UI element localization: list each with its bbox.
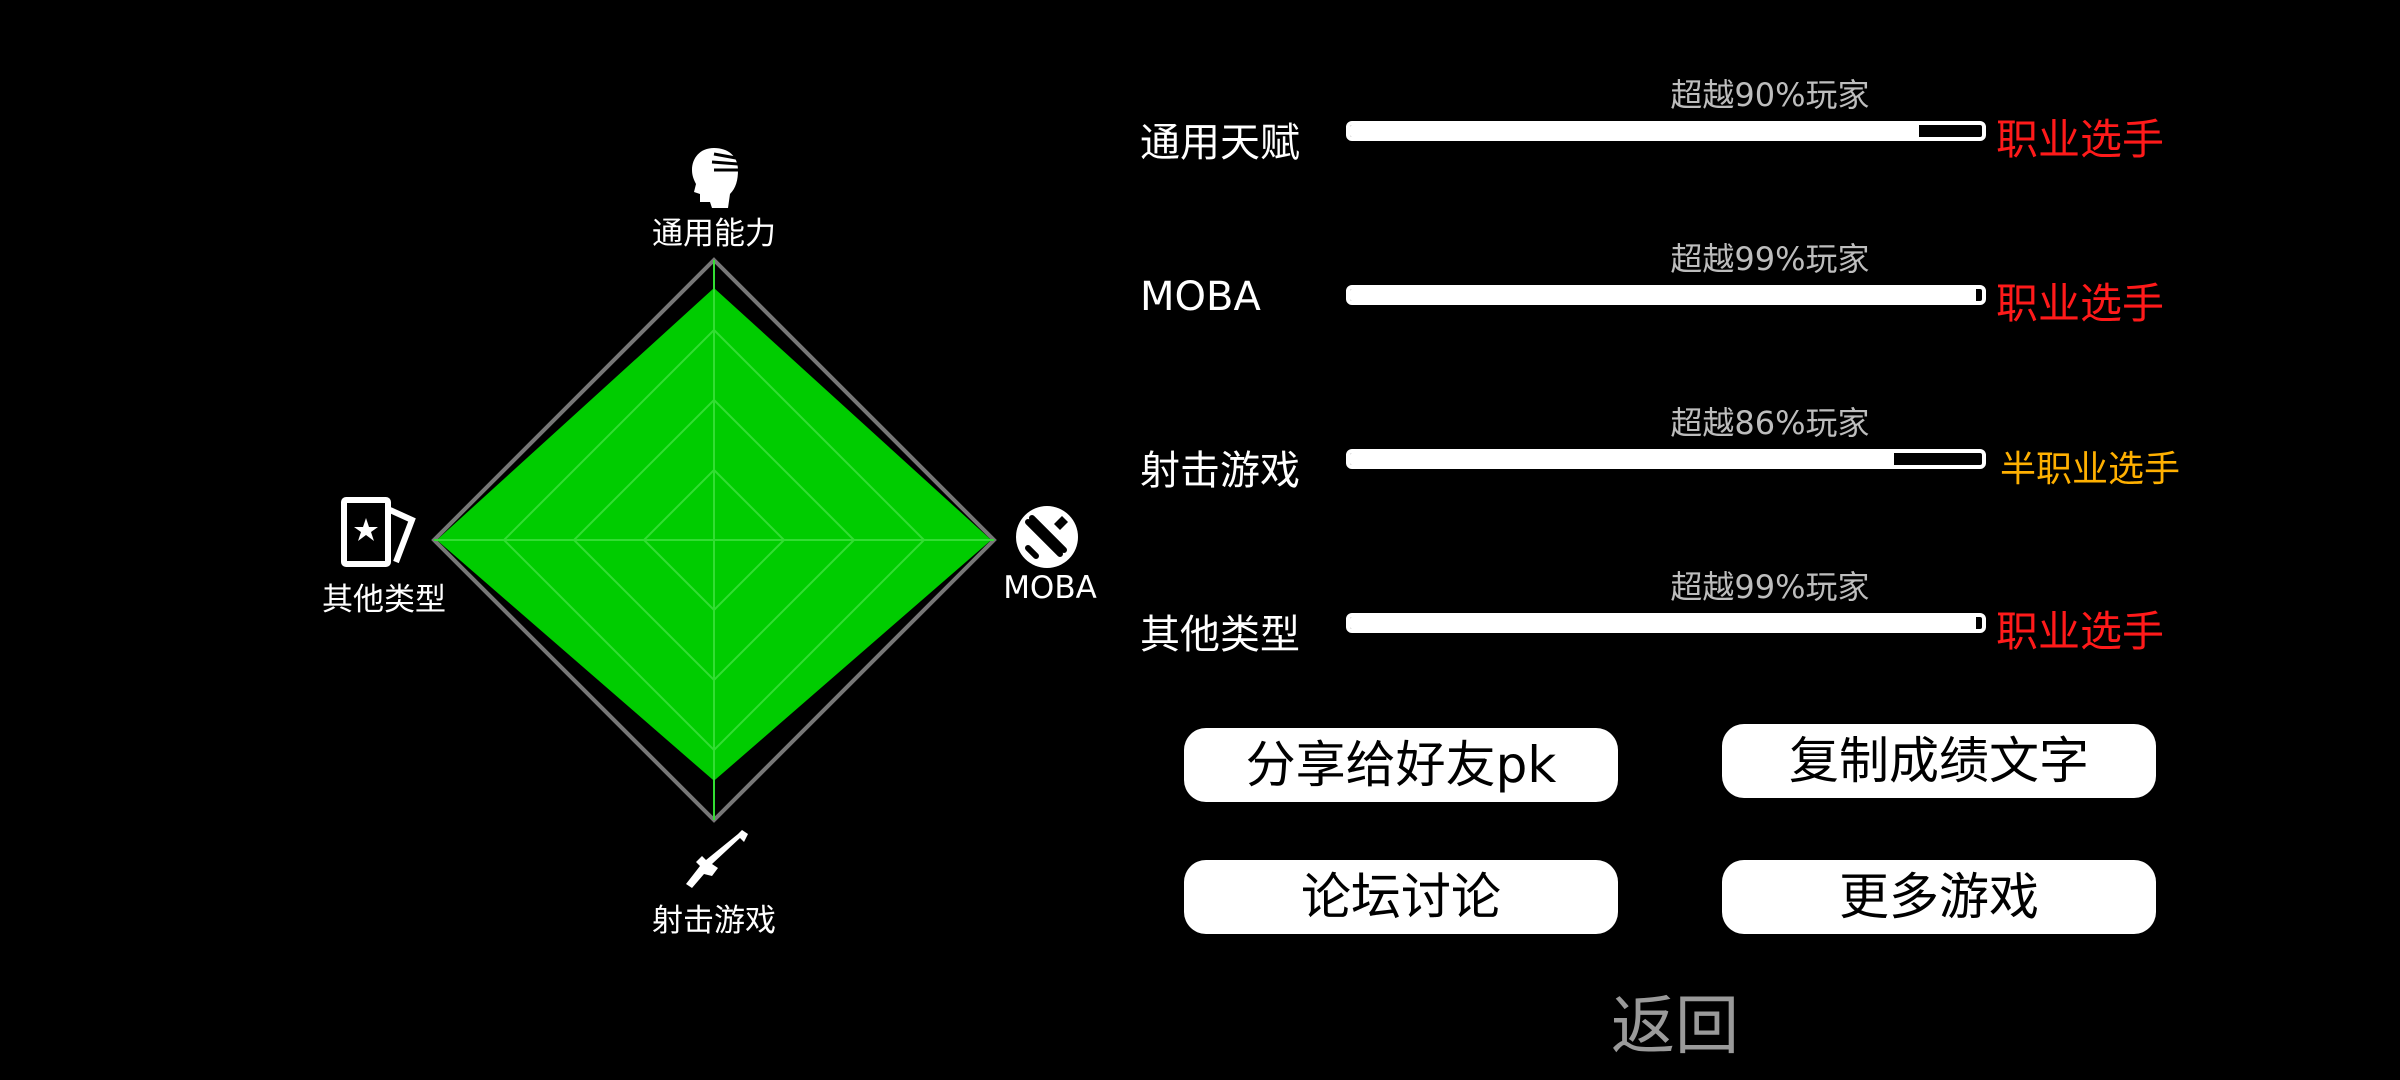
back-button[interactable]: 返回 (1611, 990, 1739, 1064)
moba-sword-icon (1016, 506, 1078, 568)
forum-button[interactable]: 论坛讨论 (1184, 860, 1618, 934)
stat-row-other: 其他类型 超越99%玩家 职业选手 (1130, 542, 2230, 682)
progress-bar (1346, 449, 1986, 469)
rifle-icon (686, 830, 748, 888)
radar-chart (431, 257, 997, 823)
progress-fill (1350, 453, 1894, 465)
rank-label: 职业选手 (1996, 607, 2165, 656)
stat-percent-text: 超越99%玩家 (1670, 568, 1870, 606)
progress-fill (1350, 617, 1976, 629)
stat-row-moba: MOBA 超越99%玩家 职业选手 (1130, 214, 2230, 354)
stat-row-shooter: 射击游戏 超越86%玩家 半职业选手 (1130, 378, 2230, 518)
stat-name: 其他类型 (1140, 612, 1300, 658)
radar-label-bottom: 射击游戏 (652, 903, 776, 939)
share-pk-button[interactable]: 分享给好友pk (1184, 728, 1618, 802)
stat-name: MOBA (1140, 274, 1261, 320)
progress-bar (1346, 285, 1986, 305)
stat-percent-text: 超越90%玩家 (1670, 76, 1870, 114)
progress-bar (1346, 121, 1986, 141)
radar-label-left: 其他类型 (322, 582, 446, 618)
rank-label: 职业选手 (1996, 115, 2165, 164)
rank-label: 半职业选手 (2000, 449, 2181, 490)
progress-bar (1346, 613, 1986, 633)
progress-fill (1350, 125, 1919, 137)
more-games-button[interactable]: 更多游戏 (1722, 860, 2156, 934)
copy-result-button[interactable]: 复制成绩文字 (1722, 724, 2156, 798)
radar-label-top: 通用能力 (652, 216, 776, 252)
stat-percent-text: 超越99%玩家 (1670, 240, 1870, 278)
rank-label: 职业选手 (1996, 279, 2165, 328)
head-profile-icon (692, 148, 739, 208)
stat-row-general: 通用天赋 超越90%玩家 职业选手 (1130, 50, 2230, 190)
progress-fill (1350, 289, 1976, 301)
cards-icon (341, 497, 416, 567)
stat-name: 通用天赋 (1140, 120, 1300, 166)
radar-label-right: MOBA (1003, 570, 1097, 606)
stat-name: 射击游戏 (1140, 448, 1300, 494)
stat-percent-text: 超越86%玩家 (1670, 404, 1870, 442)
